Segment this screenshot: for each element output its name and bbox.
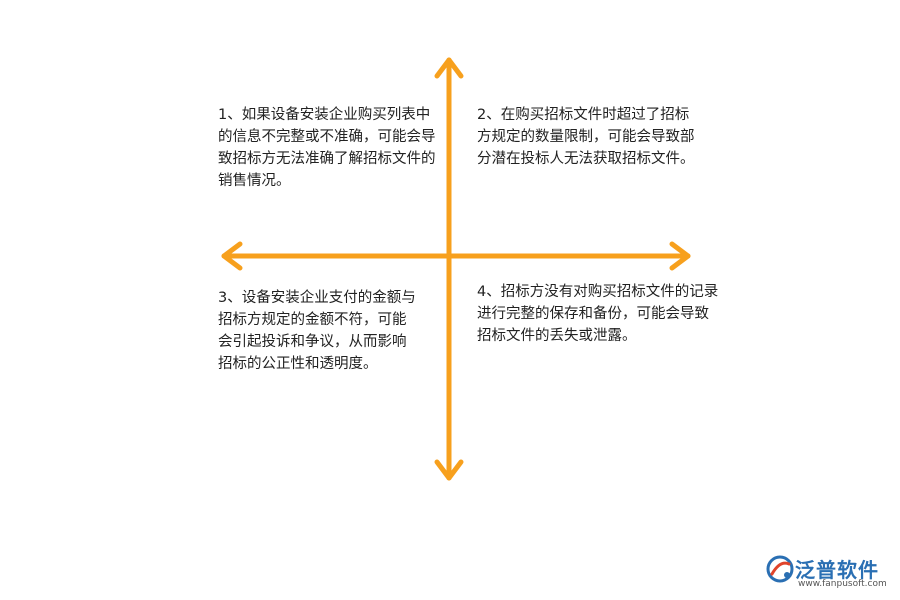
- arrow-left-head: [221, 241, 243, 271]
- arrow-down-head: [434, 459, 464, 481]
- quadrant-3-text: 3、设备安装企业支付的金额与招标方规定的金额不符，可能会引起投诉和争议，从而影响…: [218, 290, 416, 372]
- quadrant-4-text: 4、招标方没有对购买招标文件的记录进行完整的保存和备份，可能会导致招标文件的丢失…: [477, 284, 719, 344]
- arrow-right-head: [669, 241, 691, 271]
- logo-url: www.fanpusoft.com: [798, 579, 887, 589]
- brand-logo: 泛普软件 www.fanpusoft.com: [765, 554, 890, 590]
- fanpu-logo-icon: [766, 555, 794, 583]
- arrow-up-head: [434, 57, 464, 79]
- logo-name: 泛普软件: [795, 558, 879, 582]
- quadrant-2-text: 2、在购买招标文件时超过了招标方规定的数量限制，可能会导致部分潜在投标人无法获取…: [477, 107, 695, 167]
- quadrant-1-text: 1、如果设备安装企业购买列表中的信息不完整或不准确，可能会导致招标方无法准确了解…: [218, 107, 436, 189]
